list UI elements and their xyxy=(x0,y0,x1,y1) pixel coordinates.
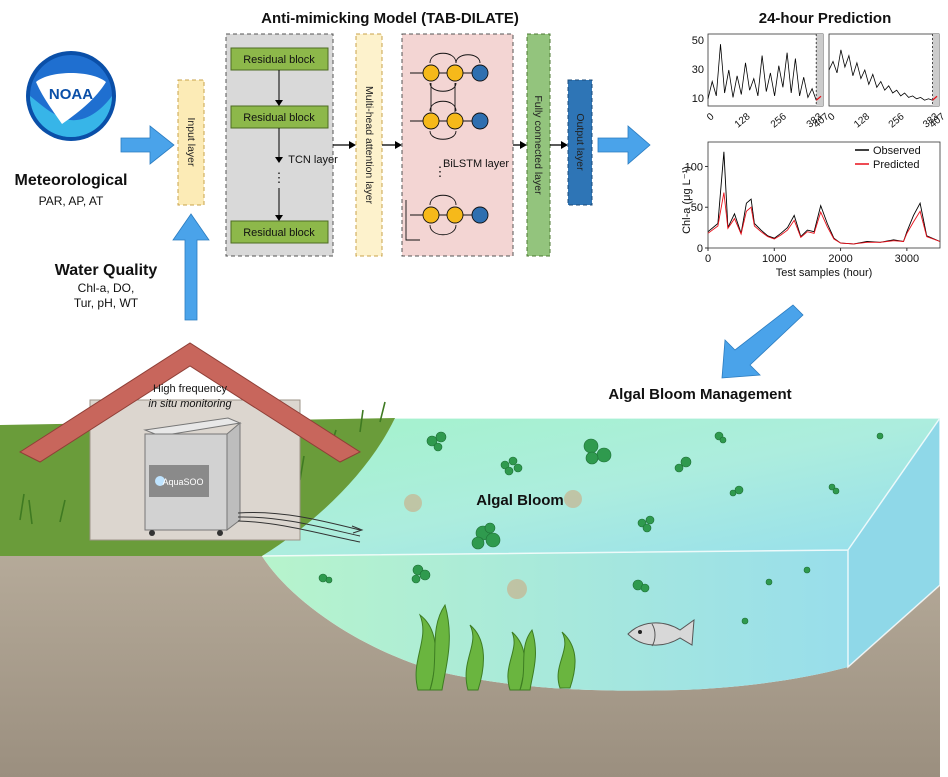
prediction-title: 24-hour Prediction xyxy=(759,10,892,27)
soil xyxy=(0,556,940,777)
legend-label: Predicted xyxy=(873,159,919,171)
y-tick-label: 10 xyxy=(692,93,704,105)
monitoring-device: AquaSOO xyxy=(143,417,242,536)
noaa-logo: NOAA xyxy=(26,51,116,141)
meteorological-vars: PAR, AP, AT xyxy=(39,194,104,208)
y-tick-label: 100 xyxy=(685,161,703,173)
x-tick-label: 0 xyxy=(826,111,838,123)
x-tick-label: 128 xyxy=(733,111,753,130)
arrow-attention-bilstm-head xyxy=(395,141,402,149)
arrow-water-input xyxy=(172,213,210,321)
bilstm-ellipsis: ⋮ xyxy=(434,164,447,179)
arrow-fc-output-head xyxy=(561,141,568,149)
forecast-shade xyxy=(932,34,939,106)
y-axis-label: Chl-a (μg L⁻¹) xyxy=(681,166,693,234)
lstm-cell-icon xyxy=(446,112,464,130)
y-tick-label: 0 xyxy=(697,243,703,255)
arrow-tcn-attention-head xyxy=(349,141,356,149)
water-quality-vars-2: Tur, pH, WT xyxy=(74,296,139,310)
legend-label: Observed xyxy=(873,145,921,157)
algal-bloom-label: Algal Bloom xyxy=(476,492,564,509)
residual-block-3 xyxy=(230,220,329,244)
lstm-cell-icon xyxy=(422,64,440,82)
bilstm-cells xyxy=(405,52,489,241)
attention-layer-box xyxy=(355,33,383,257)
water-edges xyxy=(261,417,941,669)
series-line-predicted xyxy=(707,192,941,245)
lstm-output-icon xyxy=(471,112,489,130)
management-label: Algal Bloom Management xyxy=(608,386,791,403)
x-tick-label: 256 xyxy=(887,111,907,130)
small-chart-frame xyxy=(707,33,824,107)
forecast-line xyxy=(815,95,822,101)
x-tick-label: 0 xyxy=(705,253,711,265)
residual-block-3-label: Residual block xyxy=(243,227,315,239)
observed-line xyxy=(707,44,817,101)
bilstm-row-3 xyxy=(405,194,489,241)
water-front xyxy=(262,550,848,691)
bilstm-row-2 xyxy=(410,83,489,140)
water-quality-title: Water Quality xyxy=(55,262,158,279)
x-tick-label: 128 xyxy=(852,111,872,130)
lstm-cell-icon xyxy=(422,206,440,224)
monitoring-label-2: in situ monitoring xyxy=(148,398,232,410)
lstm-output-icon xyxy=(471,64,489,82)
x-tick-label: 0 xyxy=(705,111,717,123)
x-tick-label: 256 xyxy=(769,111,789,130)
arrow-output-prediction xyxy=(597,125,651,165)
input-layer-box xyxy=(177,79,205,206)
x-tick-label: 1000 xyxy=(762,253,786,265)
residual-block-2-label: Residual block xyxy=(243,112,315,124)
main-chart-frame xyxy=(707,141,941,249)
bilstm-layer-label: BiLSTM layer xyxy=(443,158,509,170)
forecast-shade xyxy=(816,34,823,106)
attention-layer-label: Multi-head attention layer xyxy=(363,86,375,204)
input-layer-label: Input layer xyxy=(185,117,197,167)
arrow-prediction-management xyxy=(721,304,804,379)
tcn-label-text: TCN layer xyxy=(288,154,338,166)
y-tick-label: 50 xyxy=(691,202,703,214)
observed-line xyxy=(828,49,933,101)
output-layer-label: Output layer xyxy=(574,113,586,171)
x-tick-label: 2000 xyxy=(828,253,852,265)
output-layer-box xyxy=(567,79,593,206)
arrow-bilstm-fc-head xyxy=(520,141,527,149)
water-quality-vars-1: Chl-a, DO, xyxy=(78,281,135,295)
house-roof xyxy=(18,342,362,463)
seaweed xyxy=(415,603,576,691)
tcn-arrow-3-head xyxy=(275,215,283,221)
tcn-arrow-1-head xyxy=(275,100,283,106)
lstm-cell-icon xyxy=(446,64,464,82)
model-title: Anti-mimicking Model (TAB-DILATE) xyxy=(261,10,519,27)
lstm-cell-icon xyxy=(422,112,440,130)
residual-block-1-label: Residual block xyxy=(243,54,315,66)
sampling-pipes xyxy=(237,512,364,543)
x-axis-label: Test samples (hour) xyxy=(776,267,873,279)
y-tick-label: 50 xyxy=(692,35,704,47)
arrow-meteo-input xyxy=(120,125,175,165)
fc-layer-label: Fully connected layer xyxy=(532,95,544,195)
bilstm-row-1 xyxy=(410,52,489,92)
lstm-output-icon xyxy=(471,206,489,224)
meteorological-title: Meteorological xyxy=(15,172,128,189)
tcn-arrow-2-head xyxy=(275,157,283,163)
forecast-line xyxy=(932,95,938,101)
noaa-logo-text: NOAA xyxy=(49,86,93,103)
fish-icon xyxy=(627,618,695,647)
x-tick-label: 3000 xyxy=(895,253,919,265)
algae-colonies xyxy=(318,431,884,625)
water-surface xyxy=(262,418,940,556)
tcn-layer-label: TCN layer xyxy=(288,154,338,166)
y-tick-label: 30 xyxy=(692,64,704,76)
device-label: AquaSOO xyxy=(162,477,203,487)
small-chart-frame xyxy=(828,33,940,107)
monitoring-label-1: High frequency xyxy=(153,383,227,395)
tcn-ellipsis: ⋮ xyxy=(273,170,286,185)
lstm-cell-icon xyxy=(446,206,464,224)
